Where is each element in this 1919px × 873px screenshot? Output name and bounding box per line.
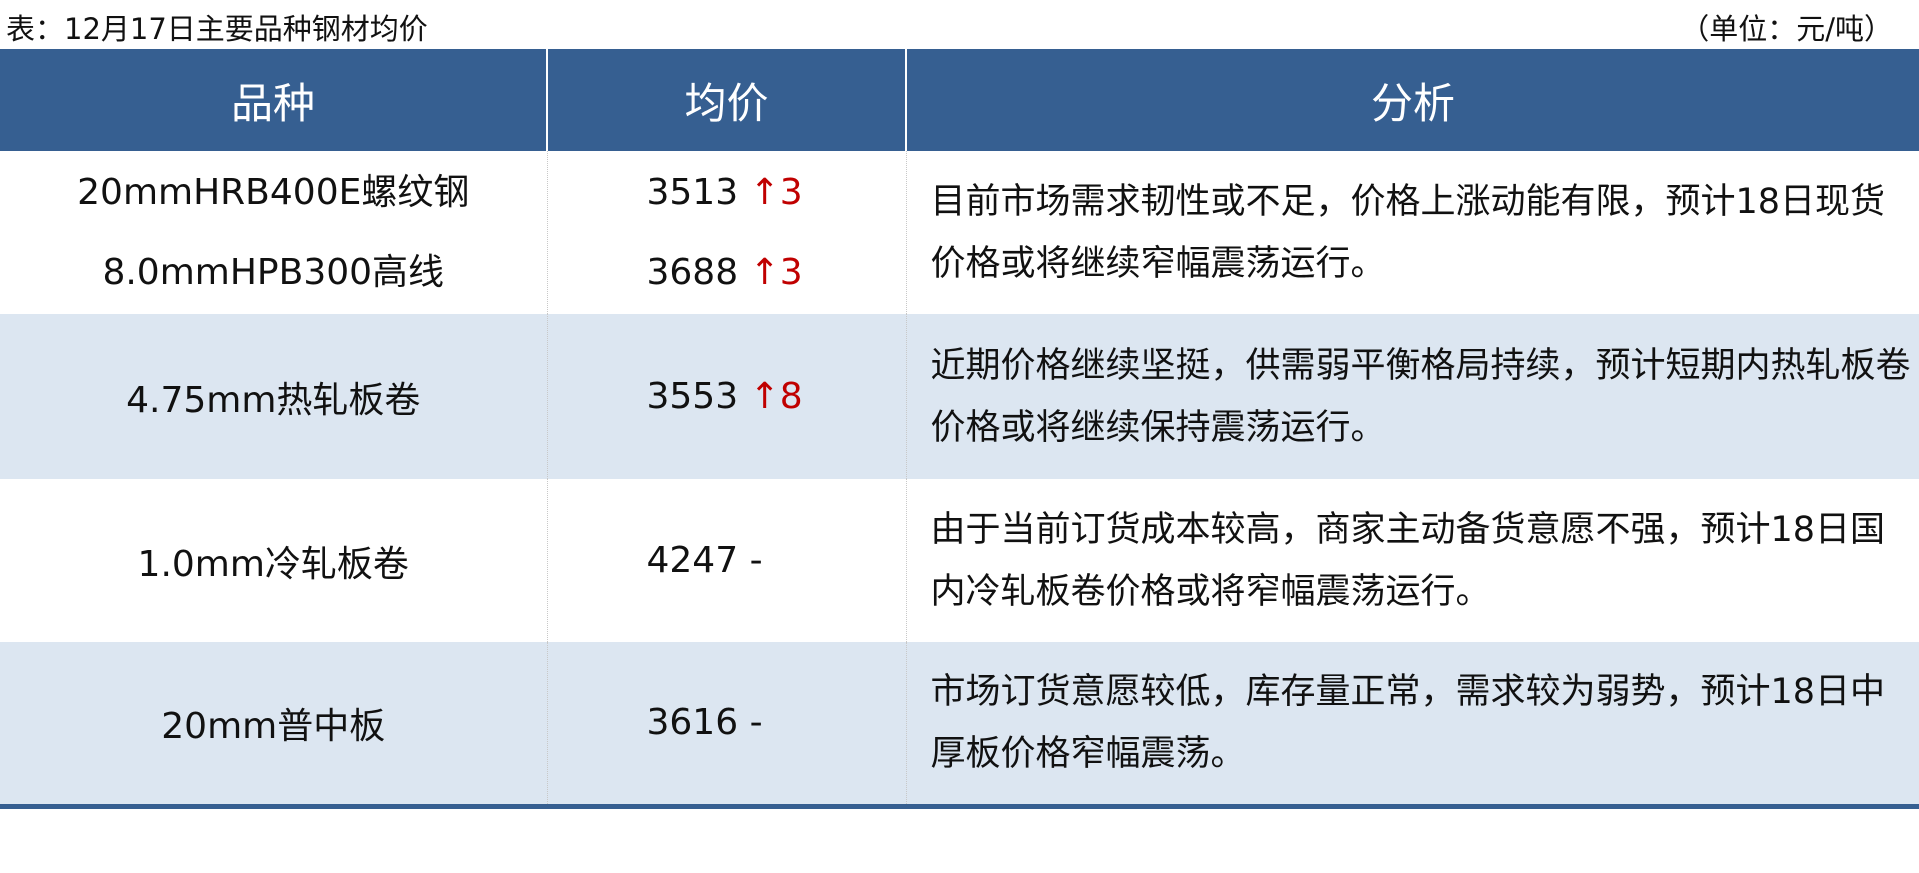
table-row: 4.75mm热轧板卷 3553 ↑8 近期价格继续坚挺，供需弱平衡格局持续，预计… xyxy=(0,314,1919,479)
price-cell: 3553 ↑8 xyxy=(546,314,906,479)
price: 3688 xyxy=(646,251,739,293)
variety-cell: 1.0mm冷轧板卷 xyxy=(137,543,409,585)
steel-price-table: 品种 均价 分析 20mmHRB400E螺纹钢 8.0mmHPB300高线 35… xyxy=(0,49,1919,809)
analysis-cell: 近期价格继续坚挺，供需弱平衡格局持续，预计短期内热轧板卷价格或将继续保持震荡运行… xyxy=(905,314,1919,479)
price: 3553 xyxy=(646,376,739,417)
change-up: ↑8 xyxy=(749,376,803,417)
change-up: ↑3 xyxy=(749,251,803,293)
table-row: 20mmHRB400E螺纹钢 8.0mmHPB300高线 3513 ↑3 368… xyxy=(0,151,1919,314)
table-caption: 表：12月17日主要品种钢材均价 xyxy=(6,12,428,46)
change-flat: - xyxy=(749,540,763,581)
variety: 20mmHRB400E螺纹钢 xyxy=(77,171,470,213)
price-cell: 4247 - xyxy=(546,479,906,642)
change-flat: - xyxy=(749,702,763,744)
variety-cell: 4.75mm热轧板卷 xyxy=(0,314,547,479)
analysis-cell: 市场订货意愿较低，库存量正常，需求较为弱势，预计18日中厚板价格窄幅震荡。 xyxy=(905,642,1919,806)
price: 3513 xyxy=(646,171,739,213)
variety-cell: 20mm普中板 xyxy=(0,642,547,806)
unit-label: （单位：元/吨） xyxy=(1680,12,1893,46)
price-cell: 3513 ↑3 3688 ↑3 xyxy=(546,151,906,314)
price: 4247 xyxy=(646,540,739,581)
header-analysis: 分析 xyxy=(905,49,1919,151)
header-row: 品种 均价 分析 xyxy=(0,49,1919,151)
analysis-cell: 由于当前订货成本较高，商家主动备货意愿不强，预计18日国内冷轧板卷价格或将窄幅震… xyxy=(905,479,1919,642)
variety-cell: 20mmHRB400E螺纹钢 8.0mmHPB300高线 xyxy=(0,151,547,314)
price-cell: 3616 - xyxy=(546,642,906,806)
header-price: 均价 xyxy=(546,49,906,151)
table-row: 1.0mm冷轧板卷 4247 - 由于当前订货成本较高，商家主动备货意愿不强，预… xyxy=(0,479,1919,642)
analysis-cell: 目前市场需求韧性或不足，价格上涨动能有限，预计18日现货价格或将继续窄幅震荡运行… xyxy=(905,151,1919,314)
change-up: ↑3 xyxy=(749,171,803,213)
table-row: 20mm普中板 3616 - 市场订货意愿较低，库存量正常，需求较为弱势，预计1… xyxy=(0,642,1919,806)
variety: 8.0mmHPB300高线 xyxy=(102,251,445,293)
price: 3616 xyxy=(646,702,739,744)
header-variety: 品种 xyxy=(0,49,547,151)
